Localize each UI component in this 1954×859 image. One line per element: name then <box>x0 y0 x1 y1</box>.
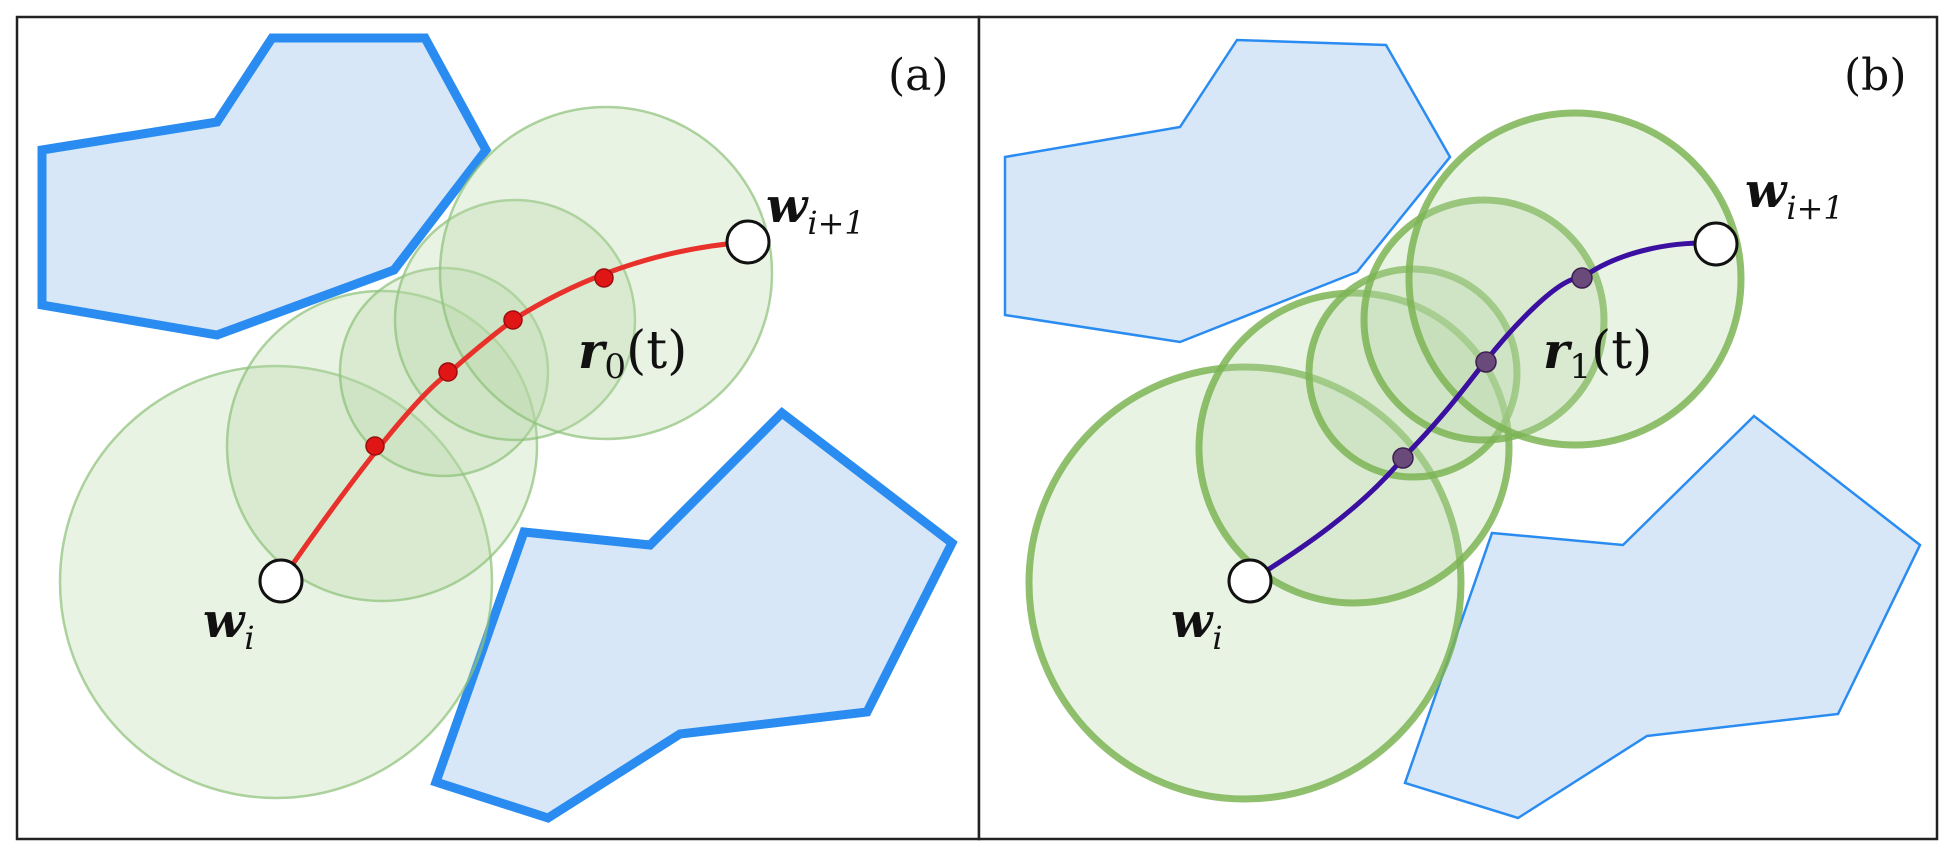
trajectory-label-a: r0(t) <box>578 321 687 387</box>
sample-point <box>1571 267 1593 289</box>
trajectory-label-b: r1(t) <box>1543 321 1652 387</box>
obstacle-a-top <box>37 33 492 340</box>
sample-point <box>438 362 458 382</box>
obstacle-a-bottom <box>430 407 958 823</box>
waypoint-start-a <box>258 558 304 604</box>
waypoint-label-start-b: wi <box>1171 593 1223 657</box>
panel-label-b: (b) <box>1844 50 1907 101</box>
panel-label-a: (a) <box>888 50 949 101</box>
waypoint-end-b <box>1693 221 1739 267</box>
waypoint-start-b <box>1227 558 1273 604</box>
sample-points-b <box>1392 267 1593 469</box>
waypoint-end-a <box>725 219 771 265</box>
obstacle-b-top <box>1003 38 1452 344</box>
waypoint-label-start-a: wi <box>203 593 255 657</box>
waypoint-label-end-b: wi+1 <box>1745 163 1844 227</box>
sample-point <box>1475 351 1497 373</box>
safe-sphere <box>1195 289 1513 607</box>
sample-points-a <box>365 268 614 456</box>
safe-sphere <box>1360 196 1608 444</box>
panel-b: (b) wi+1 wi r1(t) <box>977 15 1939 841</box>
sample-point <box>1392 447 1414 469</box>
safe-spheres-a <box>58 105 774 800</box>
waypoint-label-end-a: wi+1 <box>766 178 865 242</box>
trajectory-a <box>278 239 749 583</box>
sample-point <box>365 436 385 456</box>
panel-a: (a) wi+1 wi r0(t) <box>15 15 981 841</box>
obstacle-b-bottom <box>1403 414 1922 820</box>
sample-point <box>503 310 523 330</box>
sample-point <box>594 268 614 288</box>
